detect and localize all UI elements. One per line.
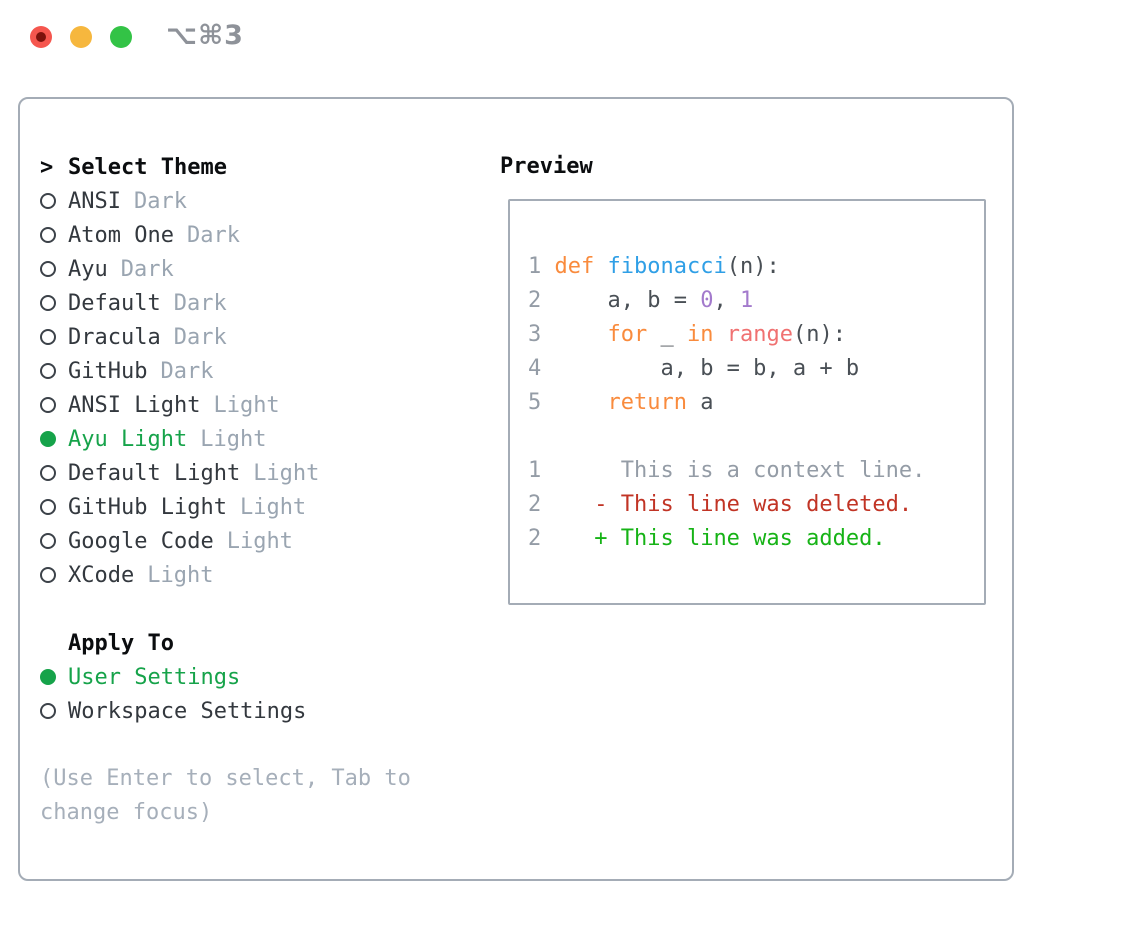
theme-option-ayu-light-light[interactable]: Ayu Light Light [40, 422, 485, 456]
focus-chevron-icon: > [40, 154, 54, 180]
theme-option-xcode-light[interactable]: XCode Light [40, 558, 485, 592]
code-line-blank [528, 420, 984, 454]
radio-unselected-icon [40, 703, 68, 719]
theme-option-ayu-dark[interactable]: Ayu Dark [40, 252, 485, 286]
minimize-button[interactable] [70, 26, 92, 48]
theme-name: Ayu Light [68, 426, 188, 452]
theme-name: Ayu [68, 256, 108, 282]
theme-variant-tag: Light [213, 392, 280, 418]
select-theme-label: Select Theme [68, 154, 227, 180]
apply-option-user-settings[interactable]: User Settings [40, 660, 485, 694]
code-line: 5 return a [528, 390, 714, 415]
radio-unselected-icon [40, 261, 68, 277]
radio-selected-icon [40, 669, 68, 685]
theme-option-github-light-light[interactable]: GitHub Light Light [40, 490, 485, 524]
radio-unselected-icon [40, 193, 68, 209]
theme-name: XCode [68, 562, 135, 588]
code-line: 2 - This line was deleted. [528, 492, 913, 517]
theme-option-github-dark[interactable]: GitHub Dark [40, 354, 485, 388]
theme-variant-tag: Light [147, 562, 214, 588]
radio-unselected-icon [40, 533, 68, 549]
radio-selected-icon [40, 431, 68, 447]
theme-name: Default Light [68, 460, 241, 486]
close-button[interactable] [30, 26, 52, 48]
preview-header: Preview [500, 154, 593, 179]
theme-option-ansi-dark[interactable]: ANSI Dark [40, 184, 485, 218]
radio-unselected-icon [40, 227, 68, 243]
theme-option-atom-one-dark[interactable]: Atom One Dark [40, 218, 485, 252]
theme-name: Atom One [68, 222, 174, 248]
theme-variant-tag: Dark [186, 222, 240, 248]
theme-name: Google Code [68, 528, 214, 554]
radio-unselected-icon [40, 329, 68, 345]
select-theme-header: > Select Theme [40, 150, 485, 184]
theme-option-default-light-light[interactable]: Default Light Light [40, 456, 485, 490]
theme-variant-tag: Dark [173, 290, 227, 316]
theme-name: GitHub [68, 358, 148, 384]
theme-variant-tag: Dark [160, 358, 214, 384]
radio-unselected-icon [40, 397, 68, 413]
apply-to-label: Apply To [68, 630, 174, 656]
apply-option-label: Workspace Settings [68, 698, 307, 724]
preview-box: 1 def fibonacci(n): 2 a, b = 0, 1 3 for _ … [508, 199, 986, 605]
radio-unselected-icon [40, 567, 68, 583]
window-title: ⌥⌘3 [166, 20, 244, 51]
radio-unselected-icon [40, 295, 68, 311]
radio-unselected-icon [40, 465, 68, 481]
radio-unselected-icon [40, 499, 68, 515]
apply-option-workspace-settings[interactable]: Workspace Settings [40, 694, 485, 728]
code-line: 1 def fibonacci(n): [528, 254, 780, 279]
theme-name: Default [68, 290, 161, 316]
close-dot-icon [36, 32, 46, 42]
theme-name: ANSI [68, 188, 121, 214]
code-line: 2 a, b = 0, 1 [528, 288, 754, 313]
apply-option-label: User Settings [68, 664, 241, 690]
apply-to-header: Apply To [40, 626, 485, 660]
theme-variant-tag: Light [239, 494, 307, 520]
theme-variant-tag: Light [226, 528, 293, 554]
code-line: 1 This is a context line. [528, 458, 926, 483]
theme-name: GitHub Light [68, 494, 227, 520]
theme-option-google-code-light[interactable]: Google Code Light [40, 524, 485, 558]
code-line: 2 + This line was added. [528, 526, 886, 551]
theme-option-dracula-dark[interactable]: Dracula Dark [40, 320, 485, 354]
code-line: 3 for _ in range(n): [528, 322, 846, 347]
theme-option-default-dark[interactable]: Default Dark [40, 286, 485, 320]
theme-variant-tag: Dark [133, 188, 187, 214]
theme-variant-tag: Light [253, 460, 320, 486]
theme-name: ANSI Light [68, 392, 201, 418]
theme-variant-tag: Dark [173, 324, 227, 350]
zoom-button[interactable] [110, 26, 132, 48]
code-line: 4 a, b = b, a + b [528, 356, 860, 381]
help-text: (Use Enter to select, Tab to change focu… [40, 766, 411, 825]
theme-option-ansi-light-light[interactable]: ANSI Light Light [40, 388, 485, 422]
radio-unselected-icon [40, 363, 68, 379]
preview-column: Preview 1 def fibonacci(n): 2 a, b = 0, 1… [500, 150, 986, 605]
theme-variant-tag: Dark [120, 256, 174, 282]
theme-name: Dracula [68, 324, 161, 350]
theme-variant-tag: Light [200, 426, 267, 452]
